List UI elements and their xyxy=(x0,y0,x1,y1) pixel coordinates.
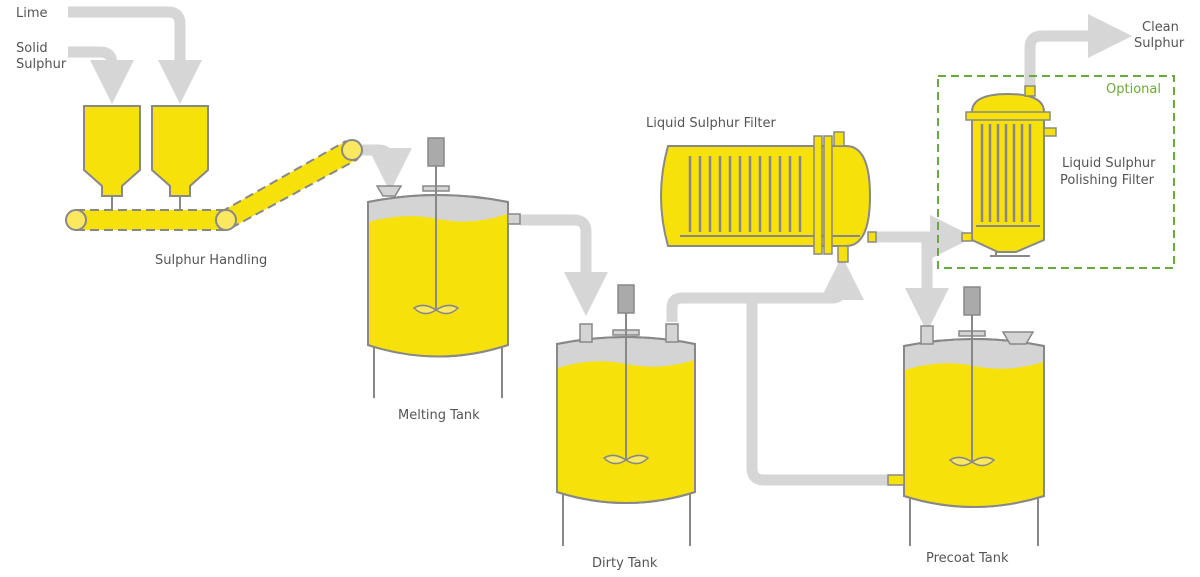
dirty-tank xyxy=(556,284,696,546)
melting-tank-label: Melting Tank xyxy=(398,408,480,423)
melting-tank xyxy=(367,137,521,398)
conveyor-roller xyxy=(65,209,87,231)
agitator-motor xyxy=(963,286,981,316)
polishing-filter-label-line1: Liquid Sulphur xyxy=(1062,156,1156,171)
horizontal-conveyor-belt xyxy=(76,210,226,230)
clean-sulphur-outlet-pipe xyxy=(1024,14,1132,88)
optional-section-box xyxy=(937,75,1175,269)
dirty-tank-label: Dirty Tank xyxy=(592,556,658,571)
pipes xyxy=(68,6,1132,486)
polishing-filter-label-line2: Polishing Filter xyxy=(1060,173,1155,188)
solid-sulphur-label-line2: Sulphur xyxy=(16,57,67,72)
melting-to-dirty-pipe xyxy=(520,214,608,316)
sulphur-handling-label: Sulphur Handling xyxy=(155,253,267,268)
filter-elements xyxy=(980,124,1032,222)
conveyor-roller xyxy=(341,139,363,161)
filter-leaves xyxy=(688,156,802,232)
agitator-motor xyxy=(427,137,445,167)
agitator-motor xyxy=(617,284,635,314)
liquid-sulphur-filter xyxy=(660,131,877,263)
liquid-sulphur-filter-label: Liquid Sulphur Filter xyxy=(646,116,777,131)
solid-sulphur-label-line1: Solid xyxy=(16,41,48,56)
lime-label: Lime xyxy=(16,6,48,21)
solid-sulphur-feed-pipe xyxy=(68,46,134,104)
hopper-lime xyxy=(151,105,209,197)
clean-sulphur-label-line1: Clean xyxy=(1142,20,1179,35)
hopper-solid-sulphur xyxy=(83,105,141,197)
precoat-tank-label: Precoat Tank xyxy=(926,551,1009,566)
sulphur-handling xyxy=(65,105,363,231)
inclined-conveyor-belt xyxy=(221,141,358,228)
lime-feed-pipe xyxy=(68,6,202,104)
precoat-tank xyxy=(887,286,1045,546)
precoat-recirculation-pipe xyxy=(746,298,888,486)
optional-label: Optional xyxy=(1106,82,1161,97)
conveyor-roller xyxy=(215,209,237,231)
liquid-sulphur-polishing-filter xyxy=(961,85,1057,257)
clean-sulphur-label-line2: Sulphur xyxy=(1134,36,1185,51)
conveyor-to-melting-pipe xyxy=(362,144,412,192)
